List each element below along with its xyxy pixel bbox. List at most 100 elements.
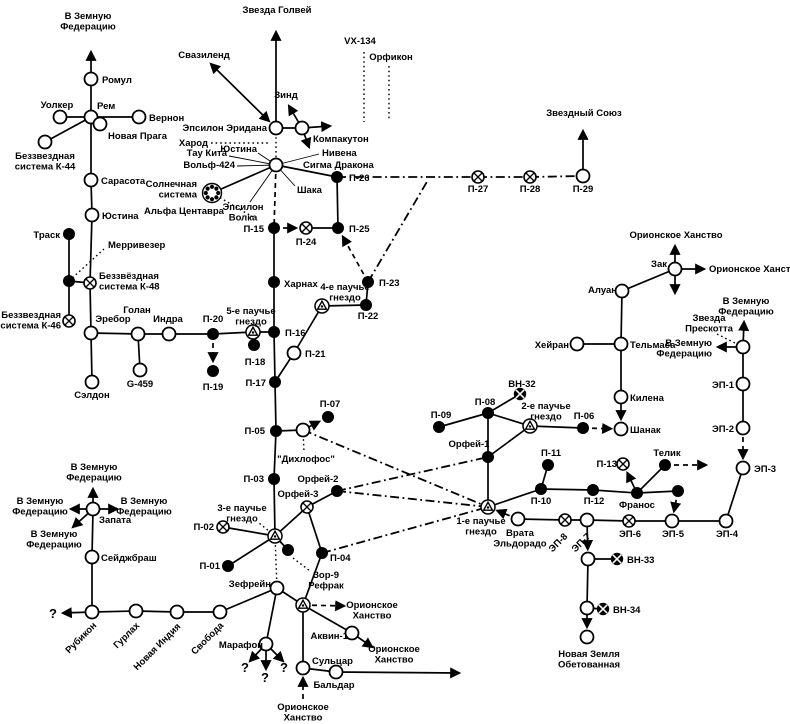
map-label: ? (241, 660, 249, 675)
route-edge (275, 164, 338, 178)
node-rubikon (84, 604, 100, 620)
map-label: П-28 (520, 184, 541, 195)
map-label: ЭП-3 (754, 464, 776, 475)
node-sarasota (83, 172, 99, 188)
node-sultsar (295, 660, 311, 676)
map-label: ЭП-5 (662, 529, 685, 540)
node-nestS (295, 597, 311, 613)
node-p27 (471, 170, 485, 184)
map-label: Орфей-2 (298, 474, 339, 485)
route-edge (336, 176, 339, 229)
map-label: П-20 (203, 314, 224, 325)
route-edge (716, 333, 738, 345)
route-edge (321, 506, 489, 554)
map-label: П-02 (193, 522, 214, 533)
node-shanak (613, 421, 629, 437)
node-k48 (83, 276, 97, 290)
node-nest5 (245, 324, 261, 340)
node-orfei3 (300, 500, 314, 514)
map-label: П-09 (431, 410, 452, 421)
map-label: Сейджбраш (101, 553, 157, 564)
route-edge (292, 557, 311, 572)
map-label: Свазиленд (178, 50, 230, 61)
route-edge (367, 179, 429, 283)
node-sigma (268, 157, 284, 173)
map-label: Индра (153, 314, 183, 325)
map-label: П-25 (349, 224, 370, 235)
route-edge (228, 155, 277, 166)
node-kompakuton (294, 120, 310, 136)
node-vn34 (596, 602, 610, 616)
node-vn33 (610, 552, 624, 566)
node-g459 (132, 362, 148, 378)
node-zapata (85, 501, 101, 517)
node-p01 (222, 560, 234, 572)
map-label: Зак (651, 259, 667, 270)
route-edge (592, 489, 638, 494)
route-edge (636, 464, 666, 494)
node-k46 (62, 314, 76, 328)
node-harnah (268, 276, 280, 288)
node-nest3 (267, 528, 283, 544)
map-label: Хейран (535, 340, 570, 351)
route-edge (336, 456, 489, 492)
route-edge (68, 248, 105, 282)
node-p02 (216, 520, 230, 534)
map-label: П-17 (245, 378, 266, 389)
node-erebor (83, 325, 99, 341)
node-telik (659, 459, 671, 471)
node-ep4 (718, 513, 734, 529)
node-akvin1 (344, 625, 360, 641)
node-golan (130, 326, 146, 342)
node-p15 (268, 222, 280, 234)
node-p29 (575, 168, 591, 184)
route-edge (306, 506, 323, 554)
map-label: Альфа Центавра (144, 206, 225, 217)
node-p05 (270, 425, 282, 437)
node-p11 (542, 459, 554, 471)
map-label: Зефрейн (229, 579, 271, 590)
node-p22 (360, 299, 372, 311)
map-label: ЭП-6 (619, 529, 641, 540)
map-label: П-12 (584, 496, 605, 507)
map-label: Телик (653, 448, 680, 459)
node-trask (63, 228, 75, 240)
route-edge (222, 526, 276, 537)
map-label: П-11 (541, 448, 562, 459)
map-label: П-16 (285, 328, 306, 339)
map-label: ? (280, 660, 288, 675)
node-p26 (331, 171, 343, 183)
map-label: Вернон (149, 113, 184, 124)
node-p24 (299, 221, 313, 235)
map-label: Франос (619, 500, 655, 511)
map-label: П-03 (243, 474, 264, 485)
route-edge (487, 393, 521, 414)
map-label: ВН-32 (508, 379, 535, 390)
map-label: Бальдар (313, 680, 354, 691)
map-label: Орфей-1 (449, 439, 491, 450)
map-label: ВН-34 (613, 605, 641, 616)
map-label: Эребор (95, 314, 130, 325)
node-nest1 (480, 499, 496, 515)
map-label: "Дихлофос" (277, 454, 335, 465)
route-edge (211, 164, 277, 194)
map-label: Вольф-424 (183, 160, 235, 171)
route-edge (621, 268, 676, 292)
route-edge (620, 290, 623, 345)
map-label: П-24 (296, 237, 317, 248)
route-edge (302, 604, 353, 634)
map-label: Запата (99, 515, 132, 526)
node-nest2 (522, 418, 538, 434)
node-baldar (328, 664, 344, 680)
node-preskott (735, 339, 751, 355)
node-p17 (269, 376, 281, 388)
route-edge (529, 175, 584, 178)
map-label: Зинд (274, 90, 298, 101)
node-ep2 (735, 420, 751, 436)
